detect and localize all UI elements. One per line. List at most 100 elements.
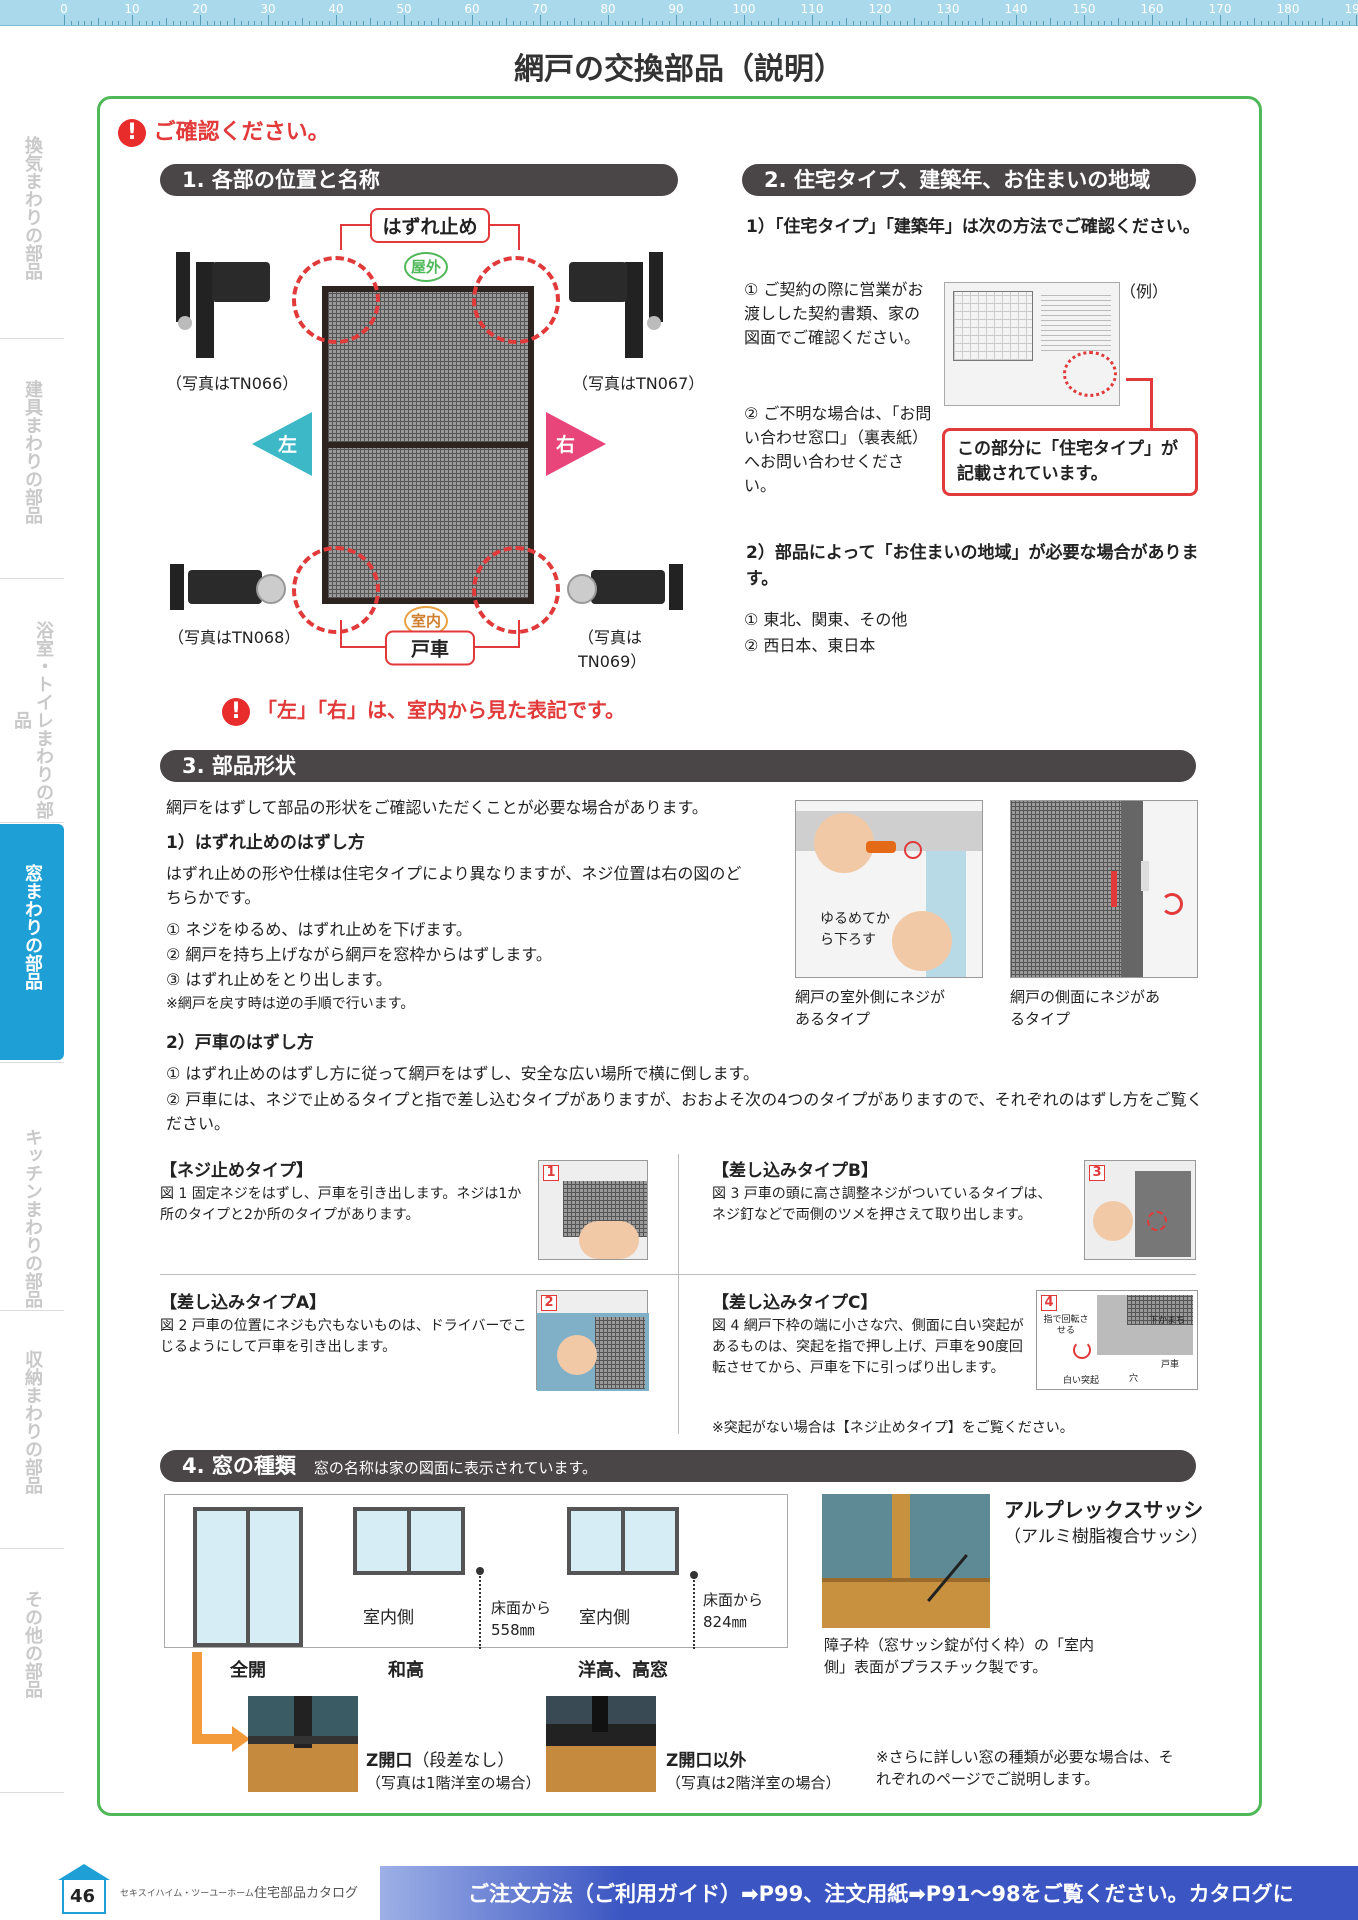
ruler-tick bbox=[526, 21, 528, 25]
ruler-tick bbox=[322, 21, 324, 25]
sidebar-divider bbox=[0, 1792, 64, 1793]
highlight-circle-tr bbox=[472, 256, 560, 344]
ruler-label: 100 bbox=[732, 2, 756, 16]
sidebar-item-5[interactable]: キッチンまわりの部品 bbox=[0, 1088, 64, 1308]
ruler-tick bbox=[710, 18, 711, 25]
ruler-tick bbox=[839, 21, 841, 25]
left-arrow-icon bbox=[252, 412, 312, 476]
ruler-tick bbox=[138, 21, 140, 25]
q2-text: 2）部品によって「お住まいの地域」が必要な場合があります。 bbox=[746, 543, 1199, 589]
section4-title: 4. 窓の種類窓の名称は家の図面に表示されています。 bbox=[160, 1450, 1196, 1482]
ruler-tick bbox=[213, 21, 215, 25]
window-name-wadaka: 和高 bbox=[388, 1660, 424, 1681]
sidebar-item-label: その他の部品 bbox=[22, 1590, 43, 1698]
caption-tn066: （写真はTN066） bbox=[166, 374, 299, 393]
ruler-tick bbox=[662, 21, 664, 25]
ruler-tick bbox=[512, 21, 514, 25]
ruler-tick bbox=[642, 18, 643, 25]
ruler-label: 150 bbox=[1072, 2, 1096, 16]
sidebar-item-6[interactable]: 収納まわりの部品 bbox=[0, 1310, 64, 1546]
ruler-tick bbox=[866, 21, 868, 25]
ruler-tick bbox=[880, 15, 881, 25]
ruler-tick bbox=[1090, 21, 1092, 25]
ruler-tick bbox=[560, 21, 562, 25]
sidebar-item-2[interactable]: 建具まわりの部品 bbox=[0, 340, 64, 576]
ruler-tick bbox=[1165, 21, 1167, 25]
alplex-title: アルプレックスサッシ bbox=[1004, 1498, 1204, 1522]
ruler-tick bbox=[900, 21, 902, 25]
fig4-diagram: 4 指で回転させる 下かまち 戸車 穴 白い突起 bbox=[1036, 1290, 1198, 1390]
ruler-tick bbox=[859, 21, 861, 25]
ruler-tick bbox=[186, 21, 188, 25]
fig4-frame-label: 下かまち bbox=[1149, 1316, 1186, 1326]
sidebar-item-label: 収納まわりの部品 bbox=[22, 1350, 43, 1494]
content-frame bbox=[97, 96, 1262, 1816]
fig2-badge: 2 bbox=[541, 1295, 557, 1311]
ruler-tick bbox=[172, 21, 174, 25]
ruler-tick bbox=[1172, 21, 1174, 25]
ruler-tick bbox=[234, 18, 235, 25]
fig1-badge: 1 bbox=[543, 1165, 559, 1181]
ruler-label: 180 bbox=[1276, 2, 1300, 16]
ruler-tick bbox=[941, 21, 943, 25]
ruler-tick bbox=[1036, 21, 1038, 25]
order-banner[interactable]: ご注文方法（ご利用ガイド）➡P99、注文用紙➡P91～98をご覧ください。カタロ… bbox=[380, 1866, 1358, 1920]
ruler-label: 10 bbox=[124, 2, 140, 16]
ruler-tick bbox=[818, 21, 820, 25]
ruler-tick bbox=[628, 21, 630, 25]
ruler-tick bbox=[682, 21, 684, 25]
ruler-label: 160 bbox=[1140, 2, 1164, 16]
ruler-tick bbox=[601, 21, 603, 25]
sidebar-item-label: キッチンまわりの部品 bbox=[22, 1128, 43, 1308]
ruler-label: 90 bbox=[668, 2, 684, 16]
ruler-tick bbox=[608, 15, 609, 25]
ruler-tick bbox=[1254, 18, 1255, 25]
ruler-tick bbox=[315, 21, 317, 25]
ruler-tick bbox=[417, 21, 419, 25]
ruler-tick bbox=[1050, 18, 1051, 25]
ruler-tick bbox=[1233, 21, 1235, 25]
ruler-tick bbox=[485, 21, 487, 25]
ruler-tick bbox=[281, 21, 283, 25]
ruler-label: 60 bbox=[464, 2, 480, 16]
ruler-tick bbox=[1016, 15, 1017, 25]
ruler-tick bbox=[104, 21, 106, 25]
ruler-tick bbox=[342, 21, 344, 25]
ruler-tick bbox=[268, 15, 269, 25]
ruler-tick bbox=[336, 15, 337, 25]
ruler-tick bbox=[689, 21, 691, 25]
ruler-tick bbox=[1267, 21, 1269, 25]
ruler-tick bbox=[635, 21, 637, 25]
sidebar-item-1[interactable]: 換気まわりの部品 bbox=[0, 96, 64, 336]
ruler-tick bbox=[349, 21, 351, 25]
ruler-tick bbox=[846, 18, 847, 25]
ruler-tick bbox=[247, 21, 249, 25]
highlight-circle-bl bbox=[292, 546, 380, 634]
ruler-tick bbox=[791, 21, 793, 25]
ruler-tick bbox=[968, 21, 970, 25]
ruler-tick bbox=[1179, 21, 1181, 25]
ruler-tick bbox=[737, 21, 739, 25]
sidebar-item-7[interactable]: その他の部品 bbox=[0, 1550, 64, 1790]
ruler-tick bbox=[832, 21, 834, 25]
ruler-tick bbox=[465, 21, 467, 25]
ruler-tick bbox=[77, 21, 79, 25]
ruler-label: 190 bbox=[1344, 2, 1358, 16]
home-page-icon bbox=[62, 1878, 106, 1914]
sidebar-item-4[interactable]: 窓まわりの部品 bbox=[0, 824, 64, 1060]
ruler-tick bbox=[988, 21, 990, 25]
type-a-title: 【差し込みタイプA】 bbox=[160, 1293, 327, 1313]
sidebar-item-3[interactable]: 浴室・トイレまわりの部品 bbox=[0, 580, 64, 820]
ruler-tick bbox=[873, 21, 875, 25]
indoor-label-1: 室内側 bbox=[363, 1608, 414, 1628]
ruler-tick bbox=[206, 21, 208, 25]
s3-m2: ② 戸車には、ネジで止めるタイプと指で差し込むタイプがありますが、おおよそ次の4… bbox=[166, 1090, 1203, 1133]
ruler-tick bbox=[397, 21, 399, 25]
window-name-full: 全開 bbox=[230, 1660, 266, 1681]
caption-tn069: （写真はTN069） bbox=[578, 628, 647, 671]
ruler-label: 0 bbox=[60, 2, 68, 16]
hazuredome-label: はずれ止め bbox=[370, 208, 490, 243]
ruler-tick bbox=[1315, 21, 1317, 25]
section1-title: 1. 各部の位置と名称 bbox=[160, 164, 678, 196]
section1-diagram: はずれ止め 屋外 室内 戸車 左 右 （写真はTN066） （写真はTN067） bbox=[160, 196, 704, 746]
